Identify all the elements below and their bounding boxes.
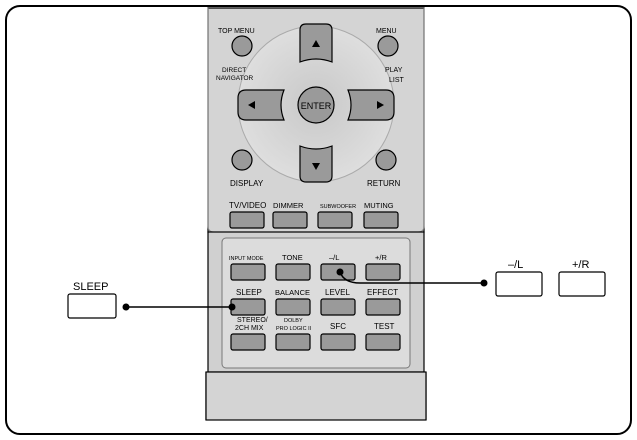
level-label: LEVEL: [325, 288, 350, 297]
return-label: RETURN: [367, 179, 401, 188]
sfc-button[interactable]: [320, 333, 356, 351]
tv-video-label: TV/VIDEO: [229, 201, 266, 210]
dolby-pro-logic-button[interactable]: [275, 333, 311, 351]
dolby-pro-logic-label: DOLBY PRO LOGIC II: [276, 318, 312, 332]
enter-label: ENTER: [301, 101, 332, 111]
plus-r-callout-label: +/R: [572, 259, 589, 271]
left-button[interactable]: [237, 89, 285, 121]
minus-l-leader-dot-right: [480, 279, 488, 287]
top-menu-label: TOP MENU: [218, 28, 255, 35]
direct-navigator-label: DIRECT NAVIGATOR: [216, 67, 254, 82]
stereo-2ch-mix-button[interactable]: [230, 333, 266, 351]
enter-button[interactable]: [297, 86, 335, 124]
tone-button[interactable]: [275, 263, 311, 281]
sleep-callout-box: [67, 293, 117, 319]
plus-r-label: +/R: [375, 253, 387, 262]
sfc-label: SFC: [330, 322, 346, 331]
minus-l-callout-box: [495, 271, 543, 297]
muting-button[interactable]: [363, 211, 399, 229]
menu-button[interactable]: [377, 35, 399, 57]
effect-label: EFFECT: [367, 288, 398, 297]
right-button[interactable]: [347, 89, 395, 121]
right-arrow-icon: [377, 101, 384, 109]
stereo-2ch-mix-label: STEREO/ 2CH MIX: [235, 317, 270, 332]
return-button[interactable]: [375, 149, 397, 171]
minus-l-label: –/L: [329, 253, 339, 262]
subwoofer-label: SUBWOOFER: [320, 204, 356, 210]
display-label: DISPLAY: [230, 179, 264, 188]
test-button[interactable]: [365, 333, 401, 351]
dimmer-button[interactable]: [272, 211, 308, 229]
play-list-label: PLAY LIST: [385, 67, 405, 84]
left-arrow-icon: [248, 101, 255, 109]
top-menu-button[interactable]: [231, 35, 253, 57]
sleep-button-label: SLEEP: [236, 288, 262, 297]
minus-l-leader-dot-left: [336, 268, 344, 276]
remote-lower-body: [205, 231, 427, 421]
display-button[interactable]: [231, 149, 253, 171]
level-button[interactable]: [320, 298, 356, 316]
sleep-leader-dot-right: [228, 303, 236, 311]
down-button[interactable]: [299, 145, 333, 183]
sleep-leader-dot-left: [122, 303, 130, 311]
minus-l-callout-label: –/L: [508, 259, 523, 271]
plus-r-callout-box: [558, 271, 606, 297]
sleep-callout-label: SLEEP: [73, 281, 108, 293]
up-button[interactable]: [299, 23, 333, 63]
muting-label: MUTING: [364, 201, 394, 210]
input-mode-button[interactable]: [230, 263, 266, 281]
input-mode-label: INPUT MODE: [229, 256, 264, 262]
tone-label: TONE: [282, 253, 303, 262]
dimmer-label: DIMMER: [273, 201, 304, 210]
down-arrow-icon: [312, 163, 320, 170]
balance-button[interactable]: [275, 298, 311, 316]
sleep-button[interactable]: [230, 298, 266, 316]
balance-label: BALANCE: [275, 288, 310, 297]
up-arrow-icon: [312, 40, 320, 47]
test-label: TEST: [374, 322, 395, 331]
effect-button[interactable]: [365, 298, 401, 316]
tv-video-button[interactable]: [229, 211, 265, 229]
subwoofer-button[interactable]: [317, 211, 353, 229]
menu-label: MENU: [376, 28, 397, 35]
plus-r-button[interactable]: [365, 263, 401, 281]
